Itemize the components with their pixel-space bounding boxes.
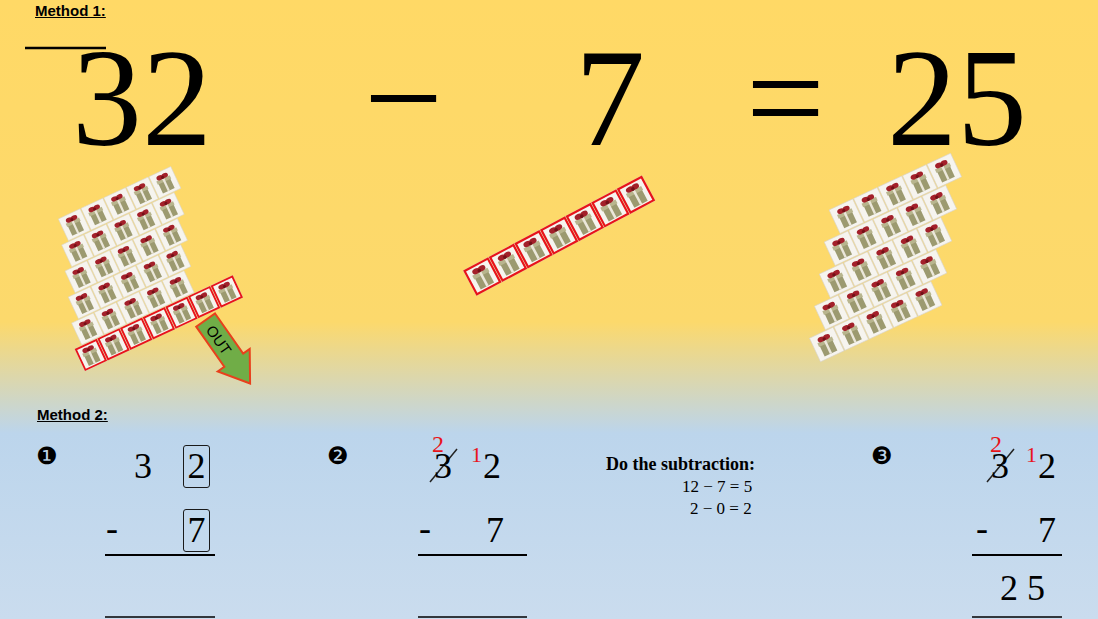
equation-number: 25 <box>887 28 1027 168</box>
method-heading: Method 1: <box>35 3 106 18</box>
sum-line <box>105 554 215 556</box>
column-digit: 7 <box>1038 512 1056 548</box>
answer-line <box>972 616 1062 618</box>
minus-sign: - <box>419 510 431 546</box>
equation-number: 32 <box>72 28 212 168</box>
gift-picture <box>149 167 181 199</box>
minus-sign: - <box>976 510 988 546</box>
out-arrow: OUT <box>188 307 268 397</box>
carry-digit: 1 <box>471 444 482 466</box>
sum-line <box>972 554 1062 556</box>
column-digit: 2 <box>1038 448 1056 484</box>
gift-icon <box>617 176 655 214</box>
gift-picture <box>617 176 655 214</box>
answer-line <box>105 616 215 618</box>
working-line: 2 − 0 = 2 <box>690 500 752 517</box>
gift-cluster <box>764 153 1007 362</box>
taken-outline <box>212 277 242 307</box>
gift-picture <box>211 276 243 308</box>
highlight-box: 2 <box>183 445 210 488</box>
arrow-outline <box>190 309 266 395</box>
node-text: 2 <box>188 448 206 484</box>
answer-digits: 2 5 <box>1000 570 1045 606</box>
carry-digit: 1 <box>1026 444 1037 466</box>
instruction-heading: Do the subtraction: <box>606 455 755 473</box>
gift-icon <box>211 276 243 308</box>
method-heading: Method 2: <box>37 407 108 422</box>
equation-operator: = <box>746 28 825 168</box>
column-digit: 3 <box>991 448 1009 484</box>
gift-row <box>463 176 655 296</box>
node-text: 7 <box>188 512 206 548</box>
step-number: ❸ <box>871 444 893 468</box>
column-digit: 3 <box>434 448 452 484</box>
sum-line <box>418 554 527 556</box>
column-digit: 3 <box>134 448 152 484</box>
step-number: ❶ <box>36 444 58 468</box>
gift-icon <box>149 167 181 199</box>
column-digit: 2 <box>483 448 501 484</box>
taken-outline <box>618 177 654 213</box>
equation-operator: − <box>364 28 443 168</box>
answer-line <box>418 616 527 618</box>
working-line: 12 − 7 = 5 <box>682 478 752 495</box>
minus-sign: - <box>106 510 118 546</box>
highlight-box: 7 <box>183 509 210 552</box>
gift-cluster <box>22 162 243 371</box>
step-number: ❷ <box>327 444 349 468</box>
column-digit: 7 <box>486 512 504 548</box>
equation-number: 7 <box>575 28 645 168</box>
